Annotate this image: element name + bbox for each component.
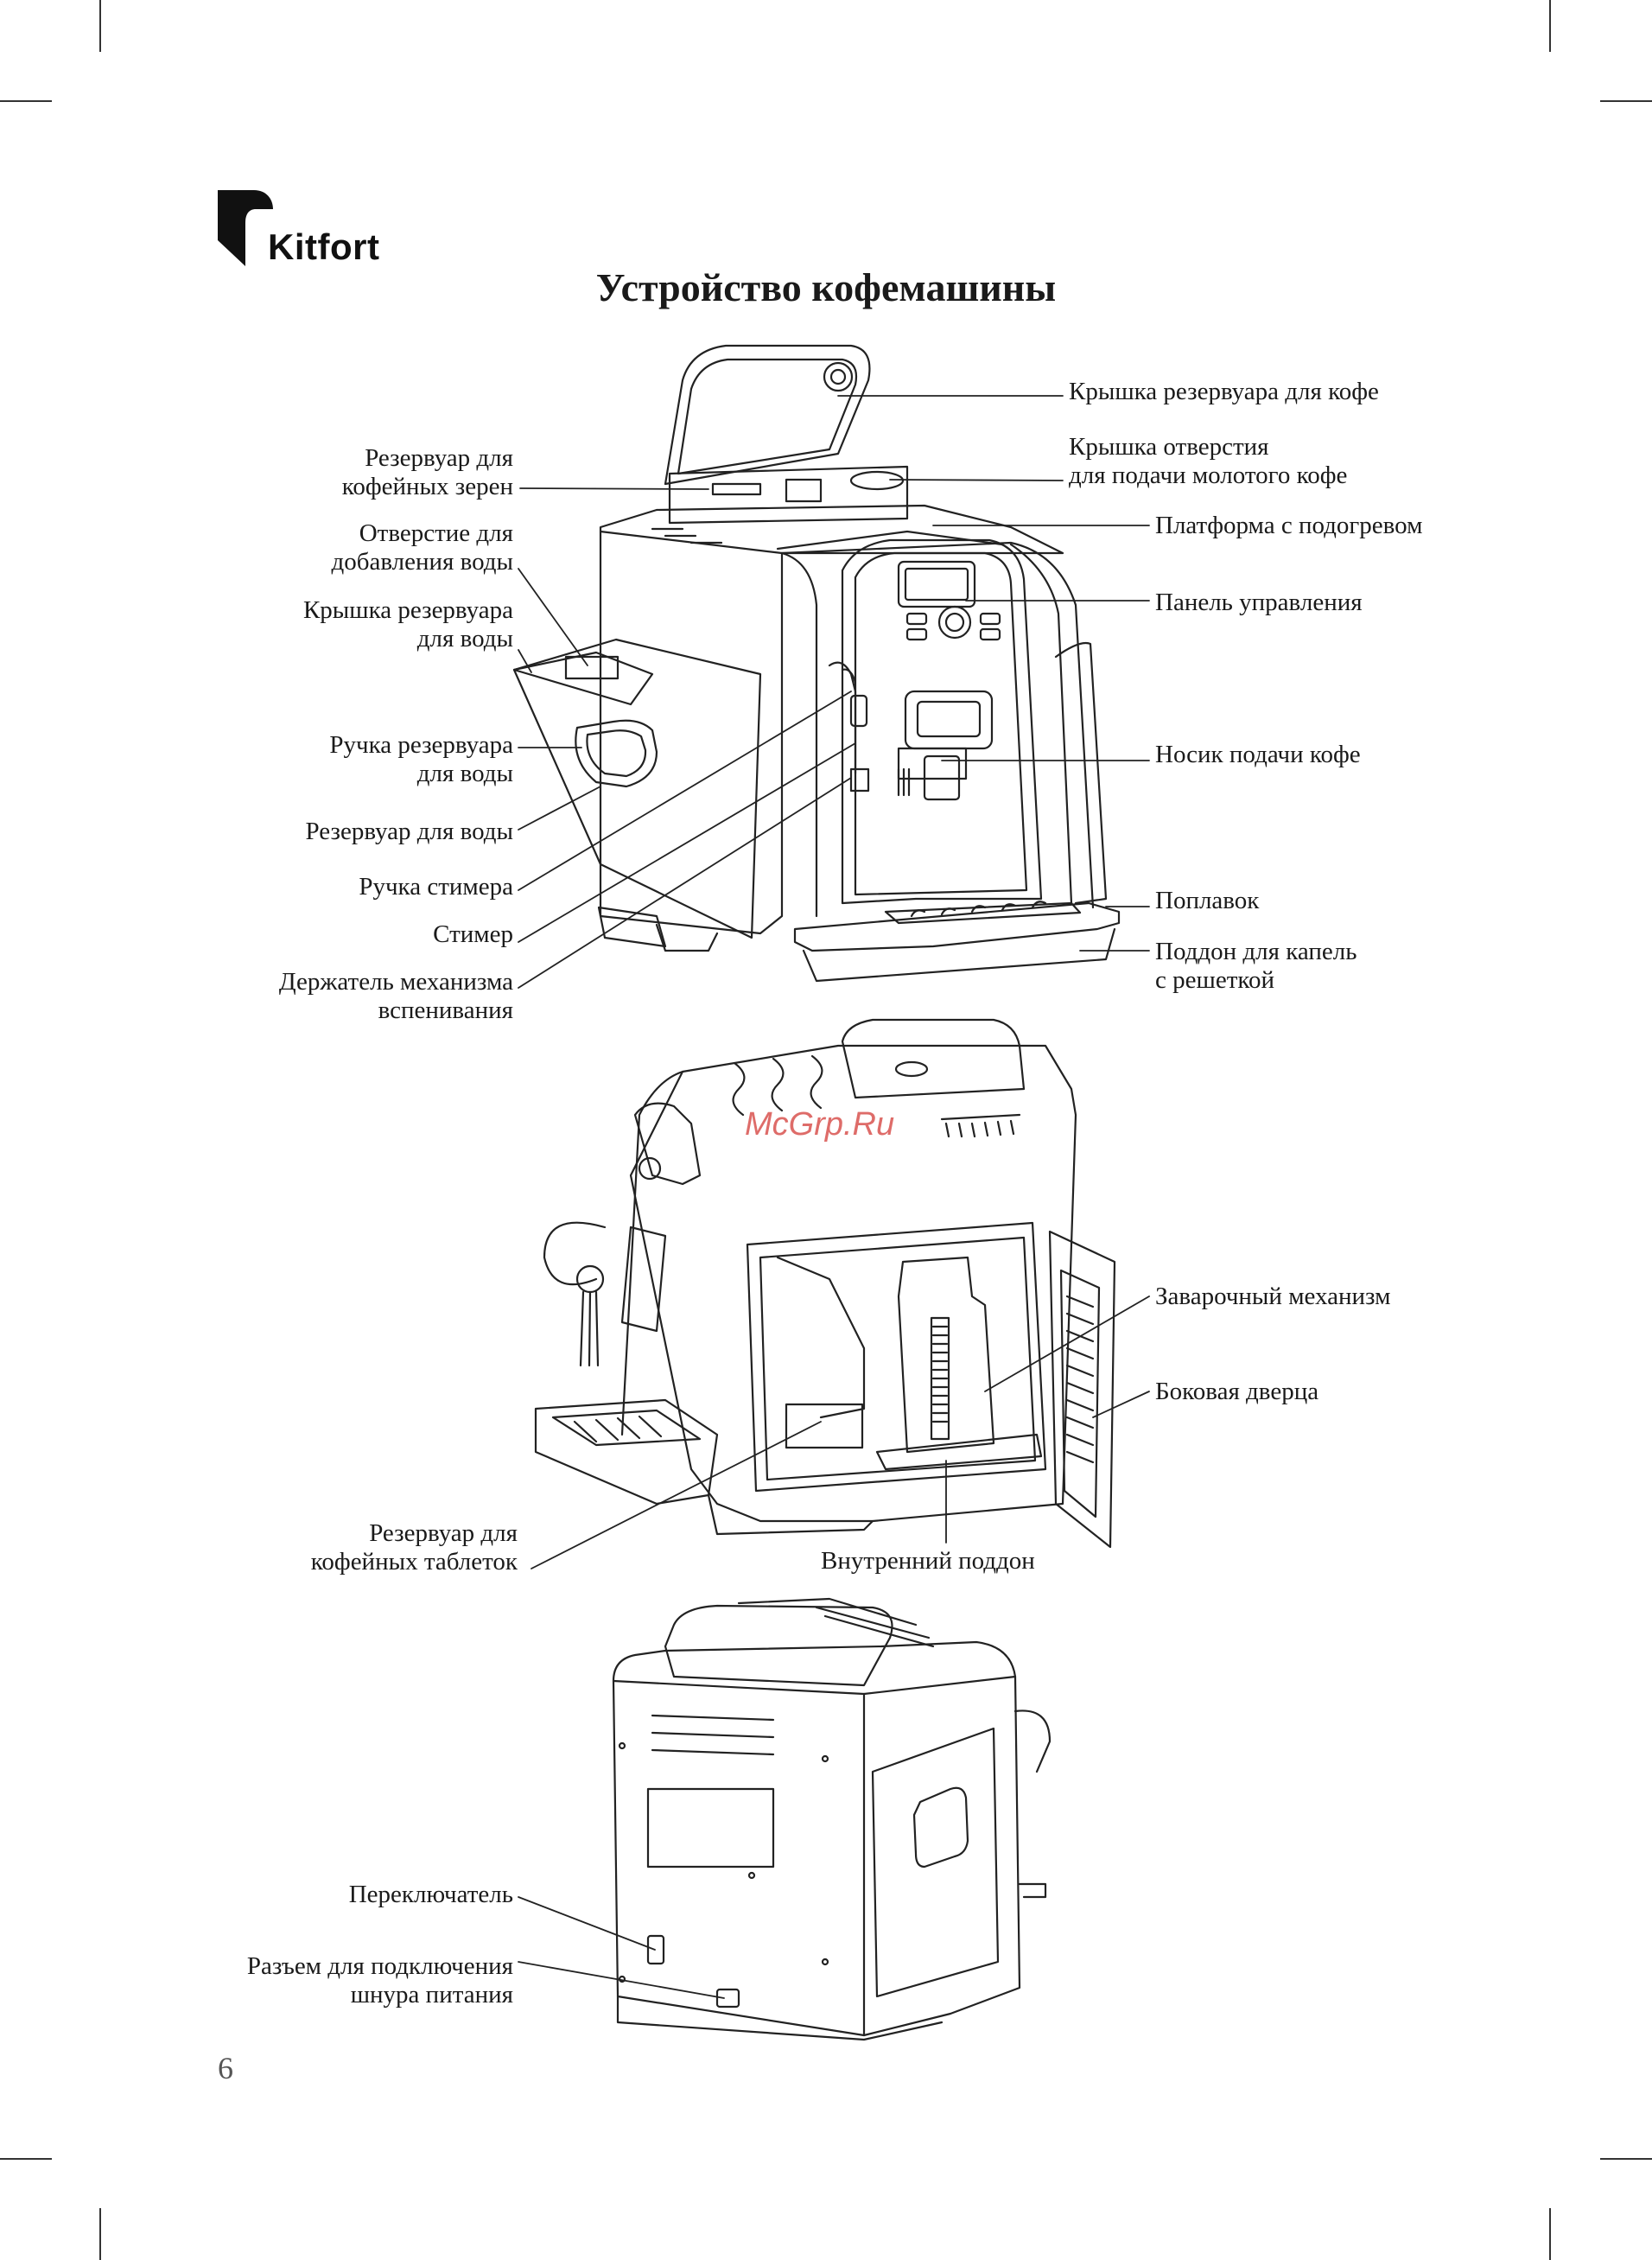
label-brew-unit: Заварочный механизм (1155, 1283, 1391, 1310)
crop-mark (1549, 2208, 1551, 2260)
page-number: 6 (218, 2051, 233, 2085)
figure-front-view (512, 344, 1121, 983)
page-title: Устройство кофемашины (595, 265, 1057, 309)
crop-mark (0, 100, 52, 102)
kitfort-logo-icon (218, 190, 273, 266)
figure-side-view (534, 1018, 1116, 1549)
figure-rear-view (612, 1597, 1052, 2041)
leader-lines (518, 395, 1150, 1999)
crop-mark (99, 0, 101, 52)
label-steamer: Стимер (433, 920, 513, 948)
crop-mark (0, 2158, 52, 2160)
crop-mark (1600, 100, 1652, 102)
label-float: Поплавок (1155, 887, 1260, 914)
label-coffee-spout: Носик подачи кофе (1155, 741, 1361, 768)
label-water-tank: Резервуар для воды (305, 818, 513, 845)
label-coffee-reservoir-lid: Крышка резервуара для кофе (1069, 378, 1379, 405)
label-inner-tray: Внутренний поддон (821, 1547, 1035, 1575)
brand-name: Kitfort (268, 226, 380, 267)
crop-mark (99, 2208, 101, 2260)
label-steamer-handle: Ручка стимера (359, 873, 513, 901)
watermark: McGrp.Ru (745, 1106, 895, 1143)
label-side-door: Боковая дверца (1155, 1378, 1319, 1405)
crop-mark (1549, 0, 1551, 52)
crop-mark (1600, 2158, 1652, 2160)
label-power-switch: Переключатель (348, 1881, 513, 1908)
label-heated-platform: Платформа с подогревом (1155, 512, 1423, 539)
label-control-panel: Панель управления (1155, 589, 1363, 616)
